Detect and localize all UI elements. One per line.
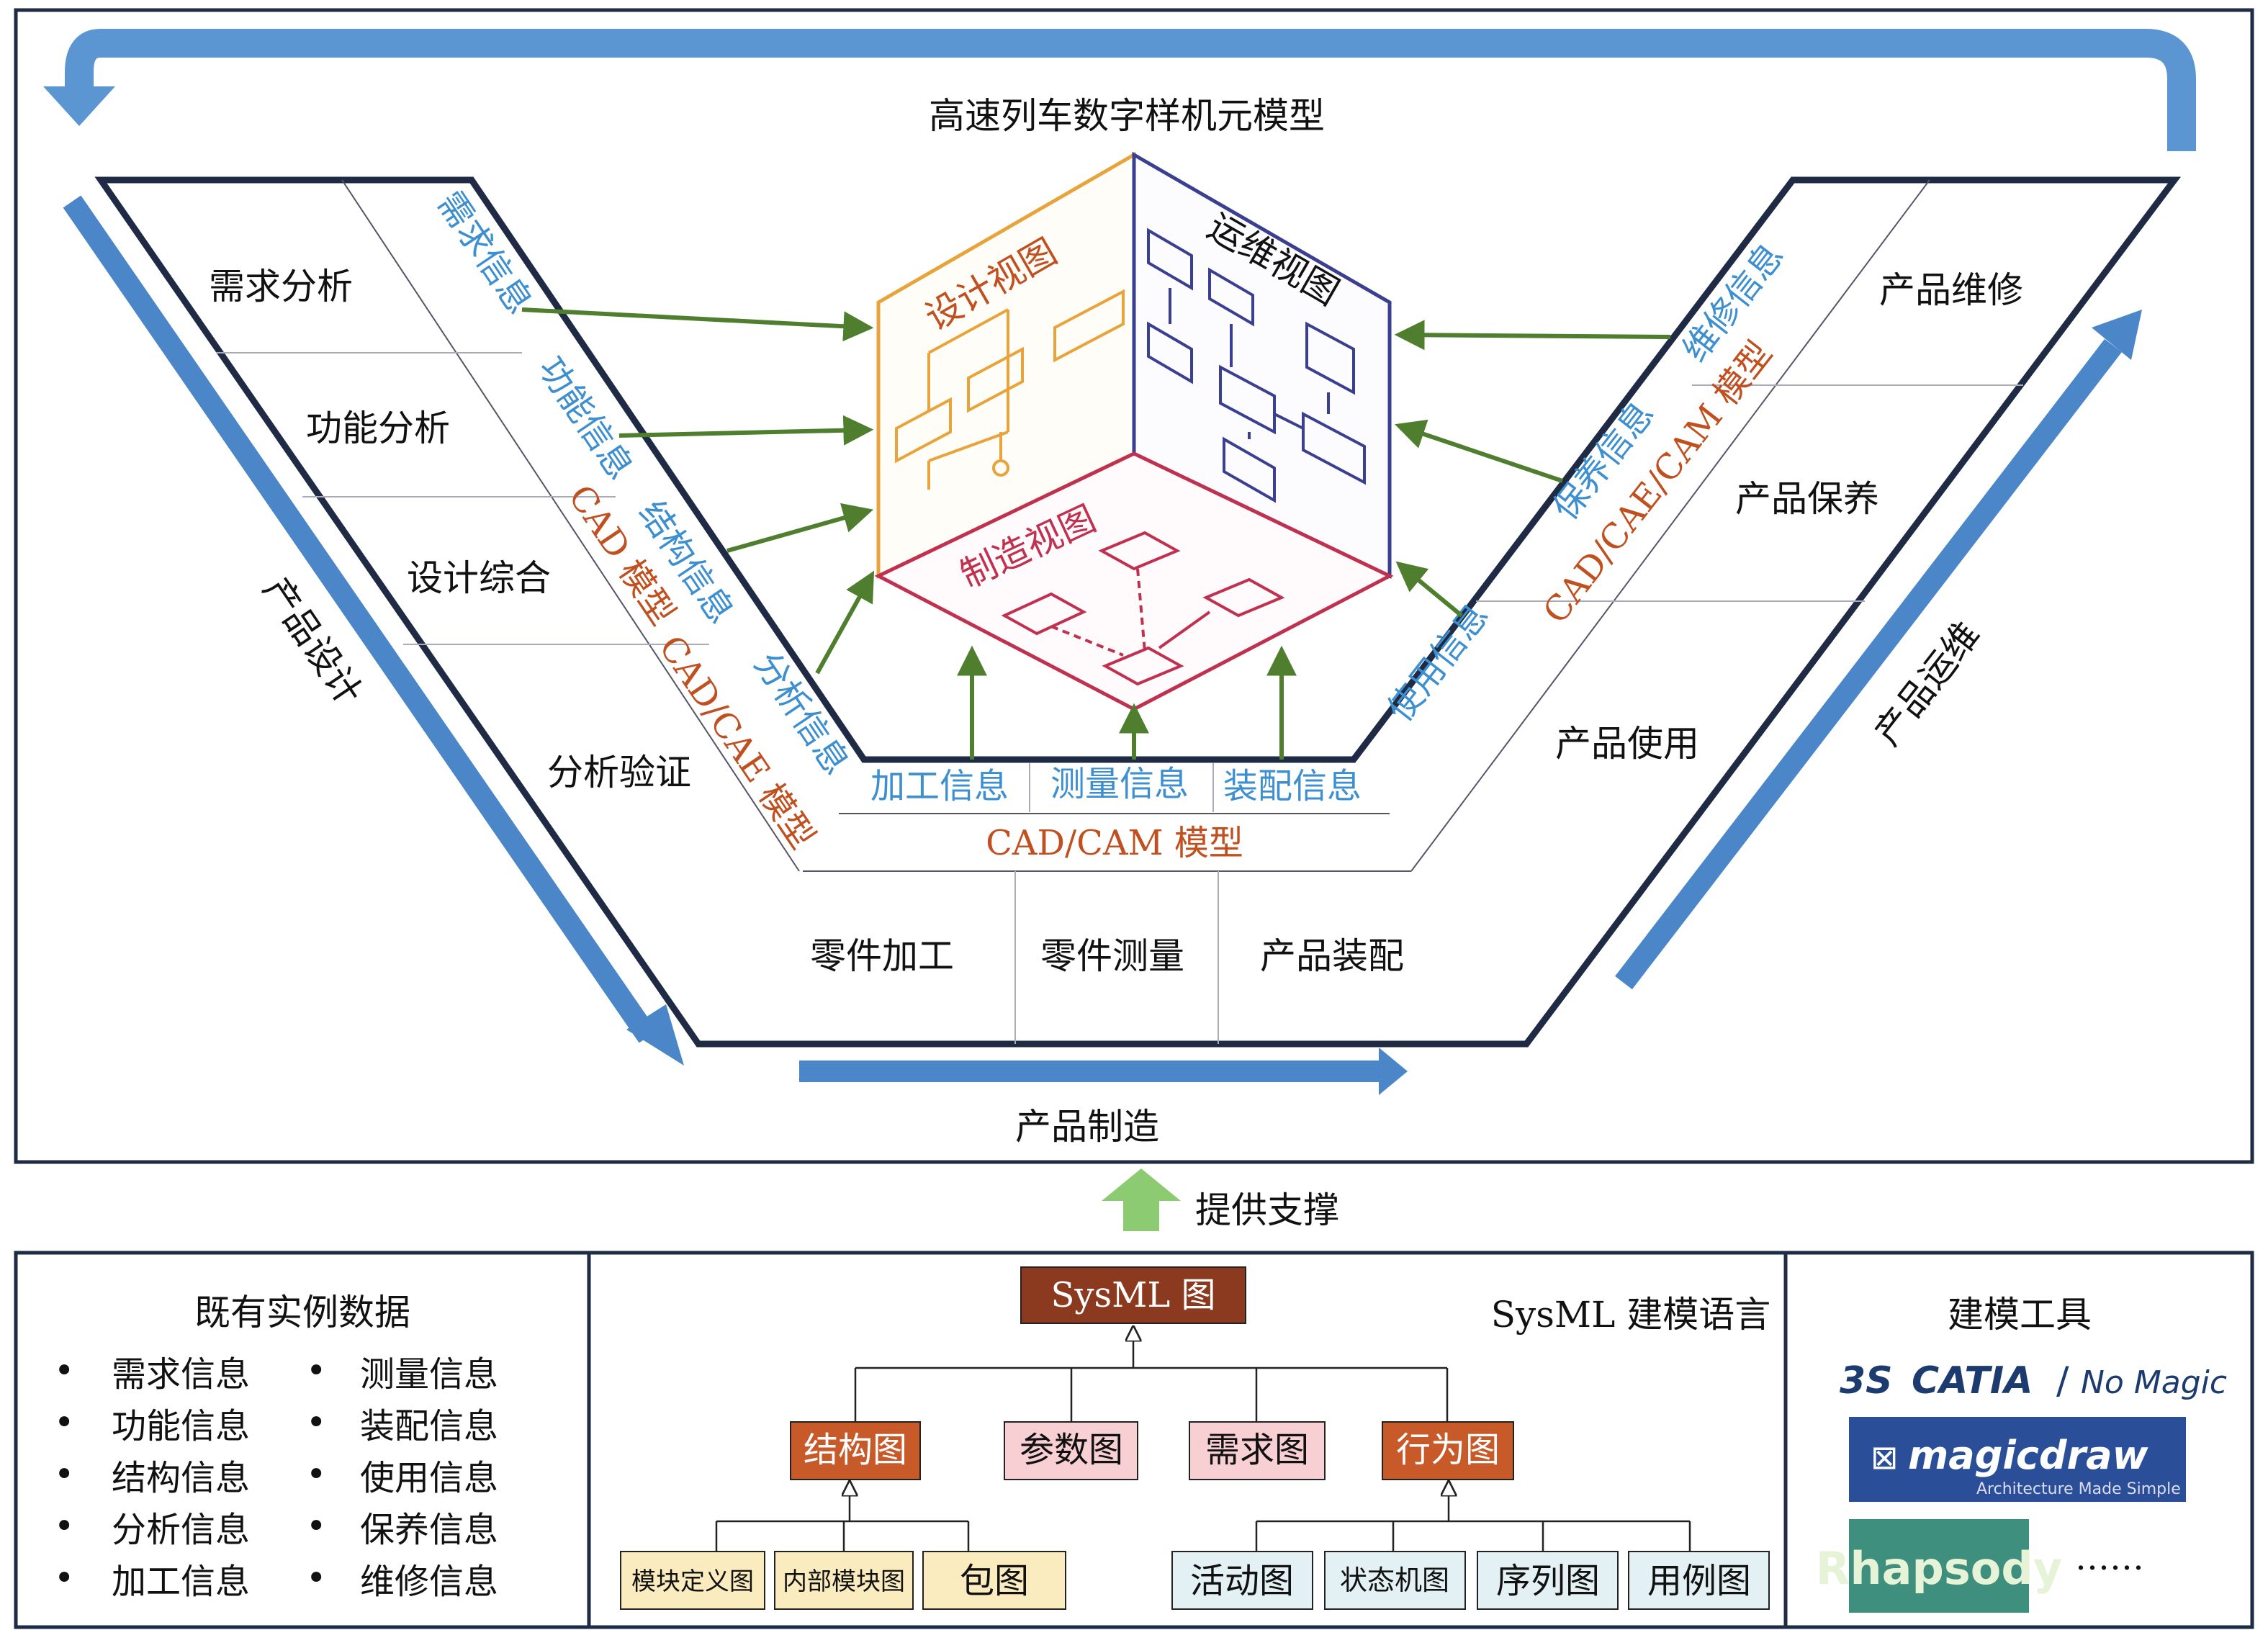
svg-text:•: •: [306, 1402, 326, 1443]
svg-text:•: •: [306, 1506, 326, 1546]
sysml-tree-lines: [715, 1327, 1691, 1552]
svg-text:用例图: 用例图: [1647, 1561, 1751, 1601]
svg-text:需求图: 需求图: [1205, 1430, 1309, 1470]
svg-text:保养信息: 保养信息: [360, 1510, 498, 1550]
sysml-behavior-node: 行为图: [1382, 1421, 1514, 1480]
rhapsody-logo: Rhapsody: [1816, 1519, 2062, 1613]
sysml-state-machine-node: 状态机图: [1324, 1551, 1466, 1610]
svg-text:•: •: [306, 1454, 326, 1495]
existing-data-left-list: • 需求信息 • 功能信息 • 结构信息 • 分析信息 • 加工信息: [54, 1351, 250, 1602]
svg-text:状态机图: 状态机图: [1340, 1564, 1449, 1596]
step-design-synthesis: 设计综合: [407, 557, 551, 599]
svg-text:活动图: 活动图: [1190, 1561, 1294, 1601]
svg-text:•: •: [54, 1506, 74, 1546]
mfg-info-assembly: 装配信息: [1223, 766, 1362, 806]
svg-text:行为图: 行为图: [1396, 1430, 1500, 1470]
svg-text:使用信息: 使用信息: [360, 1458, 498, 1498]
svg-text:⊠: ⊠: [1871, 1438, 1899, 1477]
step-product-repair: 产品维修: [1879, 269, 2023, 311]
sysml-requirement-node: 需求图: [1189, 1421, 1326, 1480]
svg-text:加工信息: 加工信息: [112, 1562, 250, 1602]
view-cube: 设计视图 运维视图 制造视图: [874, 151, 1394, 711]
svg-text:维修信息: 维修信息: [360, 1562, 498, 1602]
v-shape-frame: [94, 176, 2181, 1048]
left-inner-line: [341, 179, 800, 872]
svg-text:•: •: [306, 1558, 326, 1598]
step-analysis-validation: 分析验证: [547, 752, 691, 793]
step-product-use: 产品使用: [1555, 723, 1699, 765]
tools-ellipsis: ……: [2075, 1538, 2144, 1578]
existing-data-right-list: • 测量信息 • 装配信息 • 使用信息 • 保养信息 • 维修信息: [306, 1351, 498, 1602]
svg-text:需求信息: 需求信息: [112, 1354, 250, 1395]
sysml-structure-node: 结构图: [790, 1421, 921, 1480]
svg-text:CATIA: CATIA: [1912, 1359, 2033, 1402]
mfg-info-processing: 加工信息: [870, 766, 1009, 806]
existing-data-title: 既有实例数据: [194, 1292, 410, 1333]
info-flow-arrows: [521, 307, 1671, 760]
step-function-analysis: 功能分析: [306, 408, 450, 449]
sysml-title: SysML 建模语言: [1491, 1294, 1770, 1336]
sysml-root-node: SysML 图: [1020, 1266, 1246, 1324]
svg-text:/: /: [2056, 1359, 2069, 1402]
mfg-model: CAD/CAM 模型: [986, 823, 1243, 863]
step-part-processing: 零件加工: [810, 935, 954, 977]
svg-text:分析信息: 分析信息: [112, 1510, 250, 1550]
svg-text:测量信息: 测量信息: [360, 1354, 498, 1395]
catia-logo: 3S CATIA / No Magic: [1840, 1359, 2227, 1402]
svg-text:功能信息: 功能信息: [112, 1406, 250, 1446]
step-product-assembly: 产品装配: [1260, 935, 1404, 977]
sysml-activity-node: 活动图: [1171, 1551, 1313, 1610]
return-arrow: [43, 29, 2196, 151]
support-label: 提供支撑: [1195, 1189, 1339, 1231]
mfg-info-measurement: 测量信息: [1050, 764, 1189, 804]
magicdraw-logo: ⊠ magicdraw Architecture Made Simple: [1849, 1417, 2186, 1502]
top-frame: [14, 8, 2254, 1164]
svg-text:•: •: [54, 1351, 74, 1391]
svg-text:Rhapsody: Rhapsody: [1816, 1542, 2062, 1595]
manufacture-phase-label: 产品制造: [1015, 1106, 1159, 1148]
svg-text:•: •: [54, 1558, 74, 1598]
svg-text:参数图: 参数图: [1020, 1430, 1123, 1470]
sysml-parametric-node: 参数图: [1004, 1421, 1138, 1480]
svg-text:序列图: 序列图: [1496, 1561, 1600, 1601]
right-inner-line: [1410, 179, 1930, 872]
step-requirement-analysis: 需求分析: [209, 266, 353, 307]
svg-text:No Magic: No Magic: [2081, 1364, 2227, 1401]
manufacture-phase-arrow: [799, 1048, 1408, 1095]
svg-text:•: •: [54, 1402, 74, 1443]
svg-text:magicdraw: magicdraw: [1908, 1433, 2149, 1478]
step-part-measurement: 零件测量: [1040, 935, 1184, 977]
svg-text:•: •: [306, 1351, 326, 1391]
svg-text:包图: 包图: [960, 1561, 1029, 1601]
sysml-usecase-node: 用例图: [1628, 1551, 1770, 1610]
svg-text:SysML 图: SysML 图: [1051, 1275, 1216, 1315]
sysml-ibd-node: 内部模块图: [774, 1551, 914, 1610]
svg-text:3S: 3S: [1840, 1359, 1893, 1402]
sysml-bdd-node: 模块定义图: [620, 1551, 765, 1610]
maintenance-phase-arrow: [1615, 310, 2142, 990]
step-product-upkeep: 产品保养: [1735, 478, 1879, 520]
sysml-sequence-node: 序列图: [1477, 1551, 1619, 1610]
bottom-frame: [14, 1251, 2254, 1629]
design-phase-arrow: [63, 195, 684, 1066]
svg-text:•: •: [54, 1454, 74, 1495]
diagram-title: 高速列车数字样机元模型: [929, 95, 1325, 137]
tools-title: 建模工具: [1948, 1294, 2092, 1336]
mfg-view-face: [874, 451, 1394, 711]
svg-text:Architecture Made Simple: Architecture Made Simple: [1976, 1480, 2181, 1498]
svg-text:结构图: 结构图: [804, 1430, 907, 1470]
svg-text:内部模块图: 内部模块图: [783, 1567, 905, 1596]
sysml-package-node: 包图: [922, 1551, 1066, 1610]
svg-text:装配信息: 装配信息: [360, 1406, 498, 1446]
svg-text:结构信息: 结构信息: [112, 1458, 250, 1498]
svg-text:模块定义图: 模块定义图: [631, 1567, 754, 1596]
support-arrow: [1102, 1169, 1181, 1231]
